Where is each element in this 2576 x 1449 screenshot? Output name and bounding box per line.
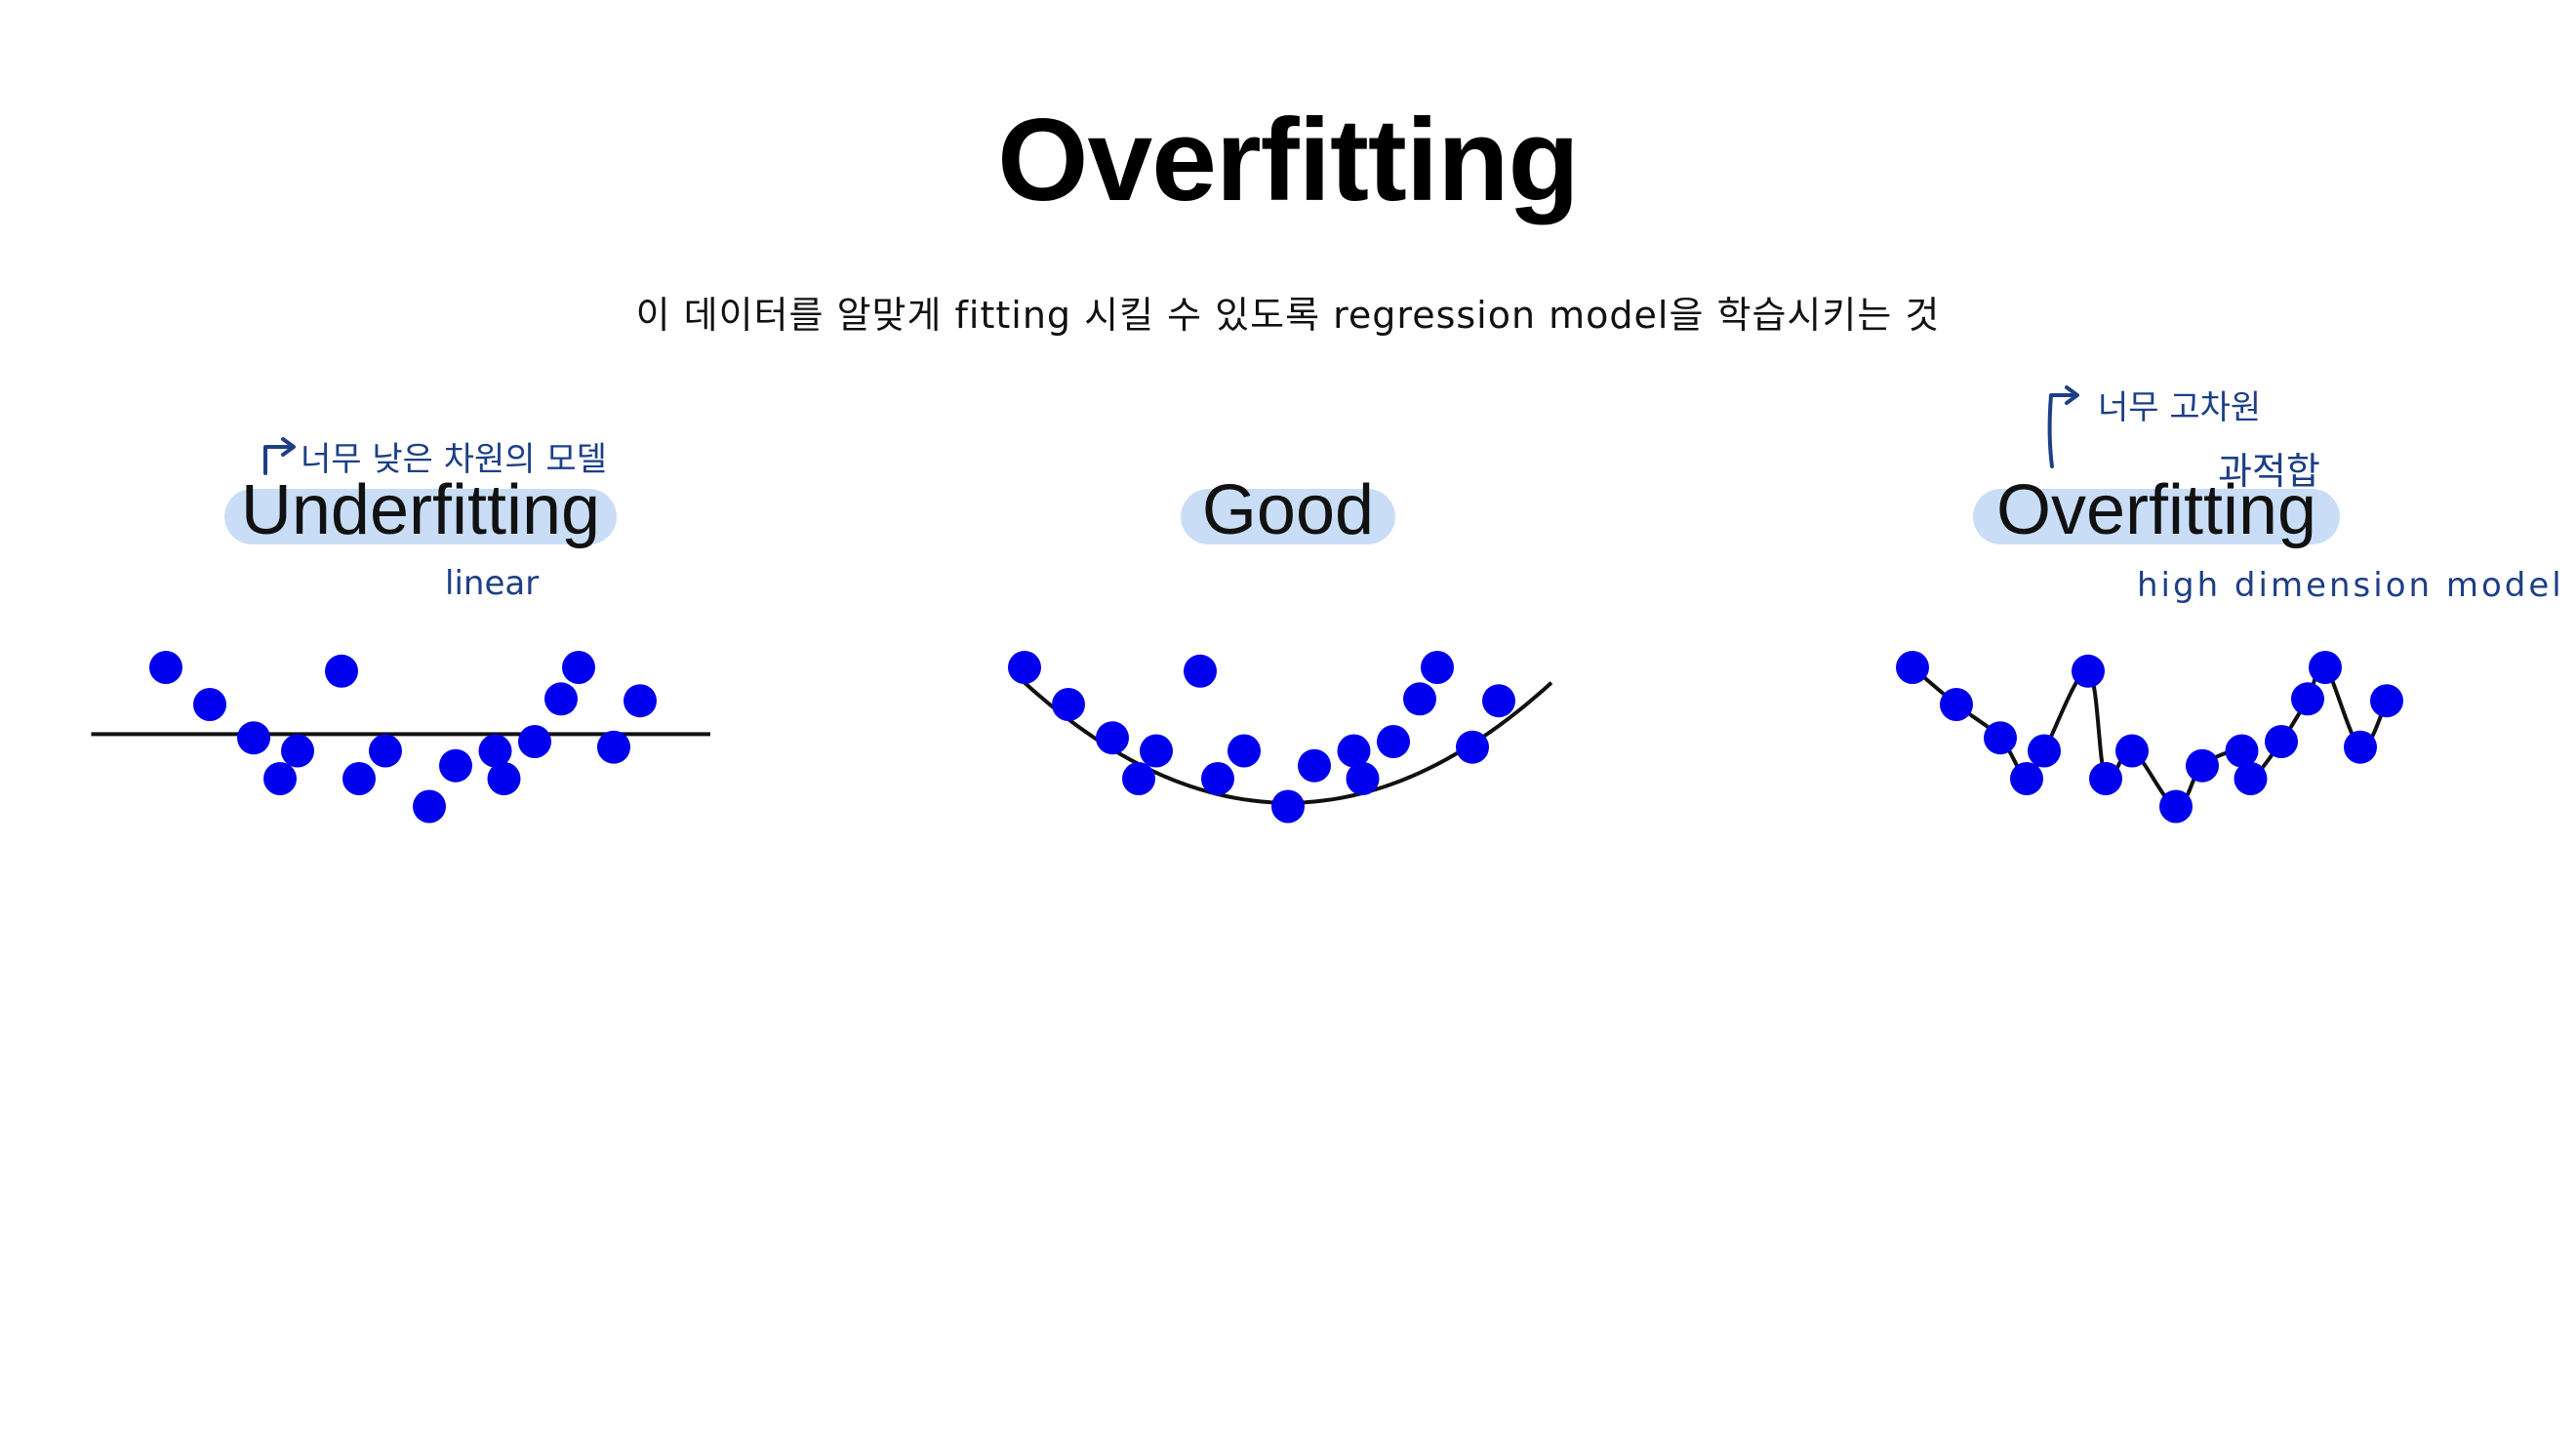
overfitting-label: Overfitting [1995, 471, 2317, 549]
overfitting-highlight [1973, 489, 2340, 544]
overfitting-data-point [2072, 654, 2105, 688]
good-data-point [1298, 748, 1331, 783]
underfitting-data-point [562, 651, 595, 684]
overfitting-data-point [2370, 684, 2403, 718]
underfitting-data-point [478, 734, 512, 768]
overfitting-data-point [2089, 762, 2122, 795]
underfitting-data-point [544, 682, 578, 716]
overfitting-top-note: 너무 고차원 [2098, 388, 2262, 427]
page-title: Overfitting [997, 95, 1580, 225]
underfitting-model-note: linear [445, 564, 540, 603]
underfitting-note-arrow-icon [263, 437, 296, 475]
good-data-point [1052, 688, 1085, 721]
good-data-point [1421, 651, 1454, 684]
good-data-point [1096, 721, 1129, 755]
underfitting-data-point [624, 684, 657, 718]
overfitting-data-point [2186, 748, 2219, 783]
overfitting-data-point [1940, 688, 1973, 721]
underfitting-data-point [342, 762, 376, 795]
subtitle-note: 이 데이터를 알맞게 fitting 시킬 수 있도록 regression m… [635, 294, 1941, 337]
overfitting-data-point [2265, 725, 2298, 758]
underfitting-highlight [224, 489, 617, 544]
overfitting-data-point [2234, 762, 2268, 795]
underfitting-data-point [518, 725, 551, 758]
underfitting-data-point [369, 734, 402, 768]
overfitting-plot [1896, 651, 2403, 824]
underfitting-data-point [325, 654, 358, 688]
good-data-point [1228, 734, 1261, 768]
underfitting-top-note: 너무 낮은 차원의 모델 [301, 440, 607, 479]
underfitting-data-point [597, 730, 630, 764]
good-data-point [1346, 762, 1380, 795]
overfitting-note-arrow-icon [2047, 385, 2079, 468]
underfitting-data-point [439, 748, 472, 783]
underfitting-data-point [413, 789, 446, 824]
underfitting-data-point [281, 734, 314, 768]
overfitting-data-point [2225, 734, 2259, 768]
good-data-point [1122, 762, 1155, 795]
overfitting-data-point [2344, 730, 2377, 764]
good-data-point [1456, 730, 1489, 764]
underfitting-data-point [237, 721, 270, 755]
good-highlight [1181, 489, 1395, 544]
underfitting-data-point [149, 651, 182, 684]
good-data-point [1482, 684, 1515, 718]
overfitting-data-point [1984, 721, 2017, 755]
good-data-point [1140, 734, 1173, 768]
good-data-point [1184, 654, 1217, 688]
overfitting-data-point [2010, 762, 2043, 795]
overfitting-data-point [2309, 651, 2342, 684]
underfitting-data-point [487, 762, 521, 795]
overfitting-data-point [2028, 734, 2061, 768]
overfitting-korean-note: 과적합 [2218, 450, 2320, 493]
underfitting-data-point [193, 688, 226, 721]
underfitting-plot [91, 651, 710, 824]
underfitting-label: Underfitting [240, 471, 601, 549]
overfitting-data-point [1896, 651, 1929, 684]
overfitting-data-point [2115, 734, 2149, 768]
good-label: Good [1201, 471, 1375, 549]
good-data-point [1008, 651, 1041, 684]
good-plot [1008, 651, 1553, 824]
overfitting-data-point [2291, 682, 2324, 716]
good-data-point [1271, 789, 1305, 824]
underfitting-data-point [263, 762, 297, 795]
good-data-point [1201, 762, 1234, 795]
good-data-point [1377, 725, 1410, 758]
overfitting-model-note: high dimension model [2137, 566, 2564, 605]
good-data-point [1337, 734, 1371, 768]
good-data-point [1403, 682, 1436, 716]
overfitting-data-point [2159, 789, 2193, 824]
